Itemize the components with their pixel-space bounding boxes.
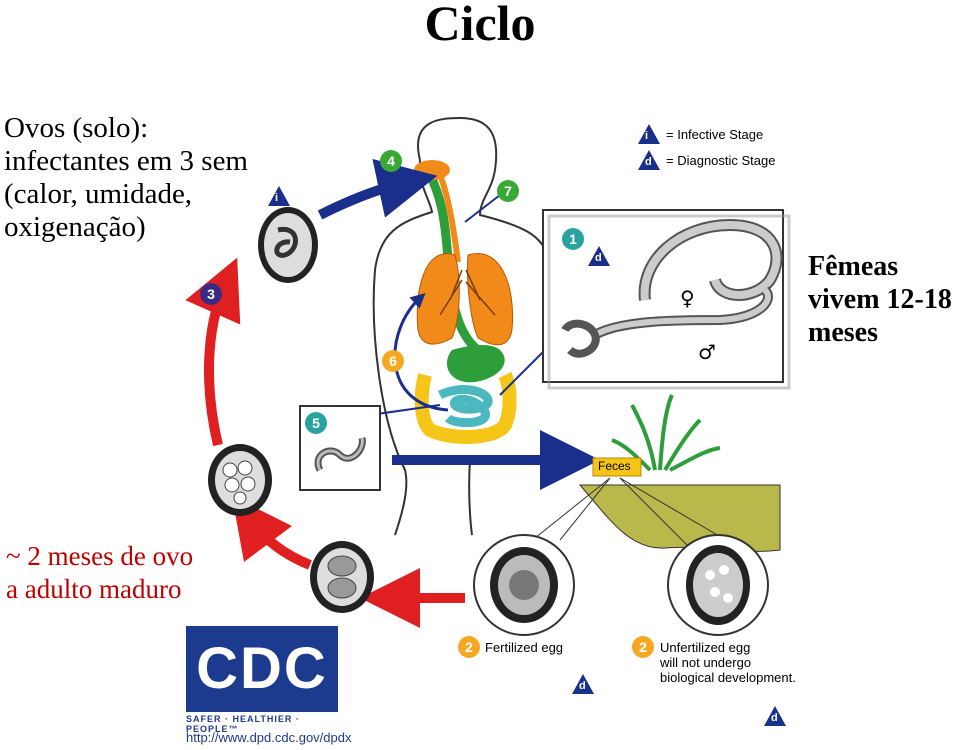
page-title: Ciclo: [424, 0, 536, 51]
feces-box: [592, 457, 642, 477]
stomach: [446, 345, 505, 383]
infective-stage-triangle-icon: i: [268, 186, 290, 206]
fertilized-egg-label: Fertilized egg: [485, 640, 564, 655]
large-intestine: [414, 371, 517, 444]
stage7-pointer-line: [464, 194, 501, 223]
cdc-logo: CDC: [186, 626, 338, 712]
cdc-url-link[interactable]: http://www.dpd.cdc.gov/dpdx: [186, 730, 352, 745]
right-lung: [467, 253, 514, 346]
egg-cleavage-multicell: [208, 444, 272, 516]
larva-pointer-line: [369, 404, 441, 416]
grass: [611, 394, 721, 472]
stage-7-marker: 7: [497, 180, 519, 202]
unfertilized-diagnostic-triangle-icon: d: [764, 706, 786, 726]
legend-diagnostic-label: = Diagnostic Stage: [666, 152, 776, 168]
feces-label: Feces: [598, 459, 631, 473]
embryonated-egg-infective: [258, 207, 318, 283]
stage-5-marker: 5: [305, 412, 327, 434]
legend-infective-label: = Infective Stage: [666, 126, 764, 142]
male-symbol-icon: ♂: [698, 340, 716, 364]
females-lifespan-note: Fêmeas vivem 12-18 meses: [808, 251, 952, 348]
legend-diagnostic: d = Diagnostic Stage: [638, 150, 775, 170]
bronchi: [439, 269, 496, 316]
oral-cavity: [414, 160, 450, 180]
soil: [578, 484, 781, 552]
diagnostic-stage-triangle-icon: d: [588, 246, 610, 266]
egg-cleavage-two-cell: [310, 541, 374, 613]
embryonation-arrow-lower: [231, 496, 312, 570]
stage-3-marker: 3: [200, 283, 222, 305]
diagnostic-triangle-icon: d: [638, 150, 660, 170]
unfertilized-egg-label: Unfertilized egg will not undergo biolog…: [660, 640, 796, 685]
stage-2-unfertilized-marker: 2: [632, 636, 654, 658]
development-time-note: ~ 2 meses de ovo a adulto maduro: [6, 541, 194, 604]
trachea: [437, 173, 461, 263]
female-symbol-icon: ♀: [680, 286, 695, 310]
stage-2-fertilized-marker: 2: [458, 636, 480, 658]
left-lung: [416, 253, 460, 345]
legend-infective: i = Infective Stage: [638, 124, 763, 144]
eggs-soil-note: Ovos (solo): infectantes em 3 sem (calor…: [4, 112, 248, 243]
stage-4-marker: 4: [380, 150, 402, 172]
embryonation-arrow-upper: [185, 257, 241, 447]
fertilized-diagnostic-triangle-icon: d: [572, 674, 594, 694]
ingestion-arrow: [317, 158, 438, 220]
infective-triangle-icon: i: [638, 124, 660, 144]
stage-6-marker: 6: [382, 350, 404, 372]
cdc-tagline: SAFER · HEALTHIER · PEOPLE™: [186, 714, 300, 734]
stage-1-marker: 1: [562, 228, 584, 250]
adult-pointer-line: [499, 344, 551, 396]
small-intestine: [437, 385, 493, 428]
